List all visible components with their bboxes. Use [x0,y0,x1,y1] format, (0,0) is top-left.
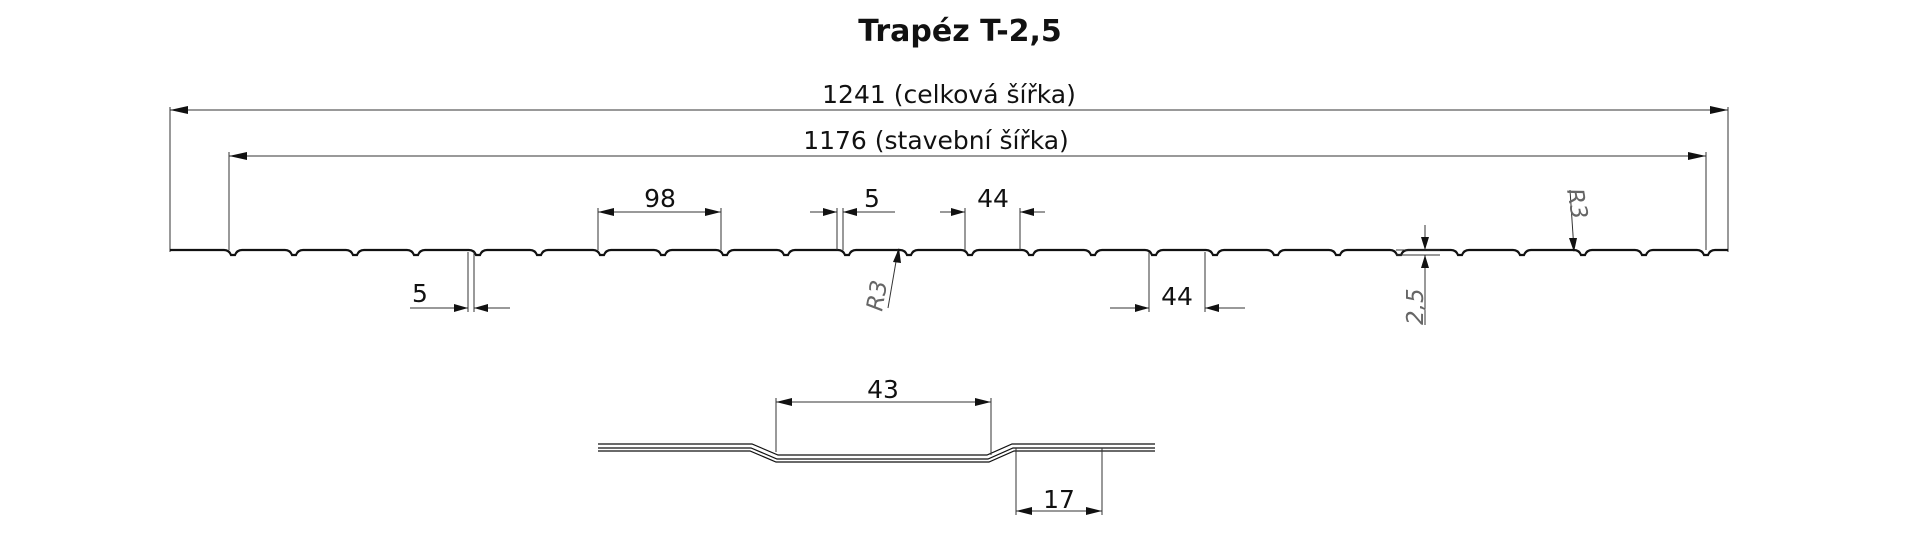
bottom-44-dimension: 44 [1110,252,1245,312]
radius-left-label: R3 [862,278,893,313]
top-44-label: 44 [977,184,1009,213]
building-width-label: 1176 (stavební šířka) [803,126,1069,155]
rib-spacing-dimension: 98 [597,184,722,250]
building-width-dimension: 1176 (stavební šířka) [228,126,1707,250]
gap-top-label: 5 [864,184,880,213]
total-width-label: 1241 (celková šířka) [822,80,1076,109]
detail-43-label: 43 [867,375,899,404]
detail-section: 43 17 [598,375,1155,515]
left-5-dimension: 5 [410,252,510,312]
detail-17-label: 17 [1043,485,1075,514]
rib-spacing-label: 98 [644,184,676,213]
top-44-dimension: 44 [940,184,1045,250]
profile-line [170,248,1728,257]
radius-right-label: R3 [1561,187,1592,222]
gap-top-dimension: 5 [810,184,895,250]
total-width-dimension: 1241 (celková šířka) [169,80,1729,252]
bottom-44-label: 44 [1161,282,1193,311]
radius-right-annotation: R3 [1561,187,1592,252]
radius-left-annotation: R3 [862,248,901,313]
left-5-label: 5 [412,279,428,308]
height-dimension: 2,5 [1396,225,1440,325]
height-label: 2,5 [1403,288,1429,325]
page-title: Trapéz T-2,5 [858,14,1062,49]
